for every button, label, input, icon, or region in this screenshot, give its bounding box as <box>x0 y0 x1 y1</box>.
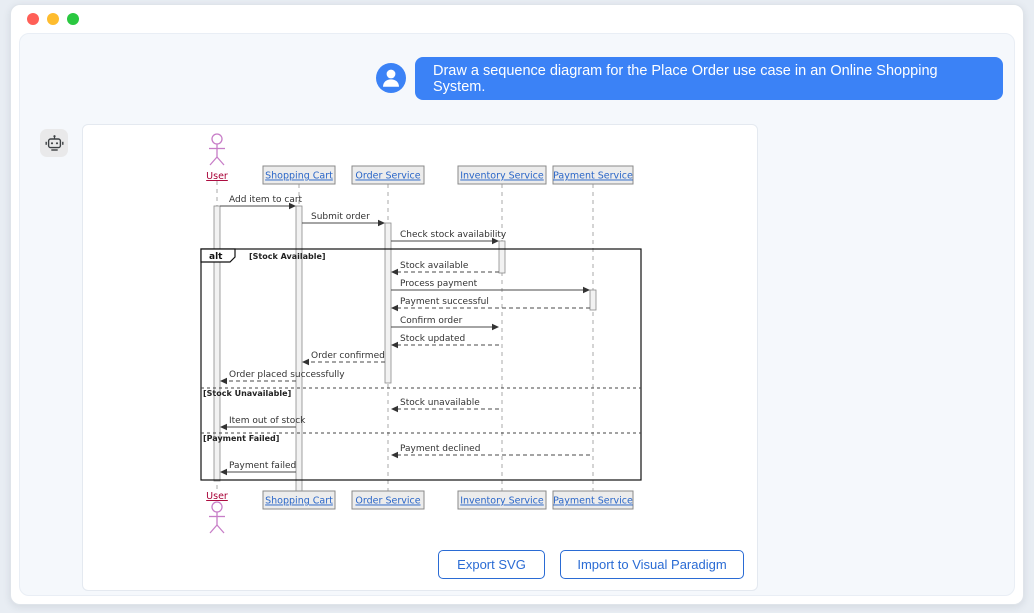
message-arrowhead <box>220 468 227 476</box>
actor-figure <box>216 524 225 534</box>
actor-figure <box>209 156 218 166</box>
diagram-panel: alt [Stock Available] [Stock Unavailable] [… <box>82 124 758 591</box>
participant-box <box>457 490 547 510</box>
participant-box <box>262 490 336 510</box>
alt-frame <box>200 248 642 481</box>
activation-bar <box>589 289 597 311</box>
participant-box <box>552 490 634 510</box>
participant-box <box>351 490 425 510</box>
participant-label[interactable]: Inventory Service <box>460 496 544 507</box>
import-visual-paradigm-button[interactable]: Import to Visual Paradigm <box>560 550 744 579</box>
participant-label[interactable]: Payment Service <box>553 171 633 182</box>
message-label: Order placed successfully <box>229 370 345 380</box>
message-arrowhead <box>391 268 398 276</box>
message-label: Stock updated <box>400 334 465 344</box>
alt-guard: [Payment Failed] <box>203 434 279 443</box>
message-arrowhead <box>391 451 398 459</box>
message-label: Payment successful <box>400 297 489 307</box>
alt-guard: [Stock Unavailable] <box>203 389 291 398</box>
participant-label[interactable]: Order Service <box>355 496 420 507</box>
message-arrowhead <box>289 202 296 210</box>
actor-label[interactable]: User <box>206 171 228 182</box>
message-label: Check stock availability <box>400 230 507 240</box>
participant-box <box>262 165 336 185</box>
close-window-button[interactable] <box>27 13 39 25</box>
participant-label[interactable]: Payment Service <box>553 496 633 507</box>
app-window: Draw a sequence diagram for the Place Or… <box>10 4 1024 605</box>
message-label: Stock unavailable <box>400 398 480 408</box>
robot-icon <box>45 134 63 151</box>
alt-operator-label: alt <box>209 252 223 262</box>
window-titlebar <box>11 5 1023 33</box>
message-label: Payment declined <box>400 444 480 454</box>
maximize-window-button[interactable] <box>67 13 79 25</box>
actor-figure <box>209 524 218 534</box>
person-icon <box>383 69 399 87</box>
participant-label[interactable]: Shopping Cart <box>265 496 333 507</box>
sequence-diagram: alt [Stock Available] [Stock Unavailable] [… <box>200 133 642 534</box>
export-svg-button[interactable]: Export SVG <box>438 550 545 579</box>
participant-box <box>552 165 634 185</box>
participant-box <box>351 165 425 185</box>
message-arrowhead <box>302 358 309 366</box>
message-label: Item out of stock <box>229 416 306 426</box>
activation-bar <box>384 222 392 384</box>
participant-box <box>457 165 547 185</box>
message-arrowhead <box>378 219 385 227</box>
content-area: Draw a sequence diagram for the Place Or… <box>19 33 1015 596</box>
actor-figure <box>216 156 225 166</box>
actor-label[interactable]: User <box>206 491 228 502</box>
actor-figure <box>211 133 223 145</box>
minimize-window-button[interactable] <box>47 13 59 25</box>
message-label: Stock available <box>400 261 469 271</box>
message-label: Submit order <box>311 212 370 222</box>
actor-figure <box>211 501 223 513</box>
message-label: Add item to cart <box>229 195 303 205</box>
alt-guard: [Stock Available] <box>249 252 326 261</box>
message-arrowhead <box>220 377 227 385</box>
message-arrowhead <box>391 341 398 349</box>
message-label: Order confirmed <box>311 351 385 361</box>
activation-bar <box>498 240 506 274</box>
participant-label[interactable]: Order Service <box>355 171 420 182</box>
alt-operator-tab <box>200 248 236 263</box>
assistant-avatar <box>40 129 68 157</box>
activation-bar <box>213 205 221 482</box>
message-label: Process payment <box>400 279 478 289</box>
message-arrowhead <box>391 304 398 312</box>
message-arrowhead <box>220 423 227 431</box>
participant-label[interactable]: Shopping Cart <box>265 171 333 182</box>
user-message-bubble: Draw a sequence diagram for the Place Or… <box>415 57 1003 100</box>
message-label: Confirm order <box>400 316 463 326</box>
participant-label[interactable]: Inventory Service <box>460 171 544 182</box>
user-avatar <box>376 63 406 93</box>
message-label: Payment failed <box>229 461 296 471</box>
message-arrowhead <box>492 323 499 331</box>
message-arrowhead <box>583 286 590 294</box>
message-arrowhead <box>492 237 499 245</box>
message-arrowhead <box>391 405 398 413</box>
